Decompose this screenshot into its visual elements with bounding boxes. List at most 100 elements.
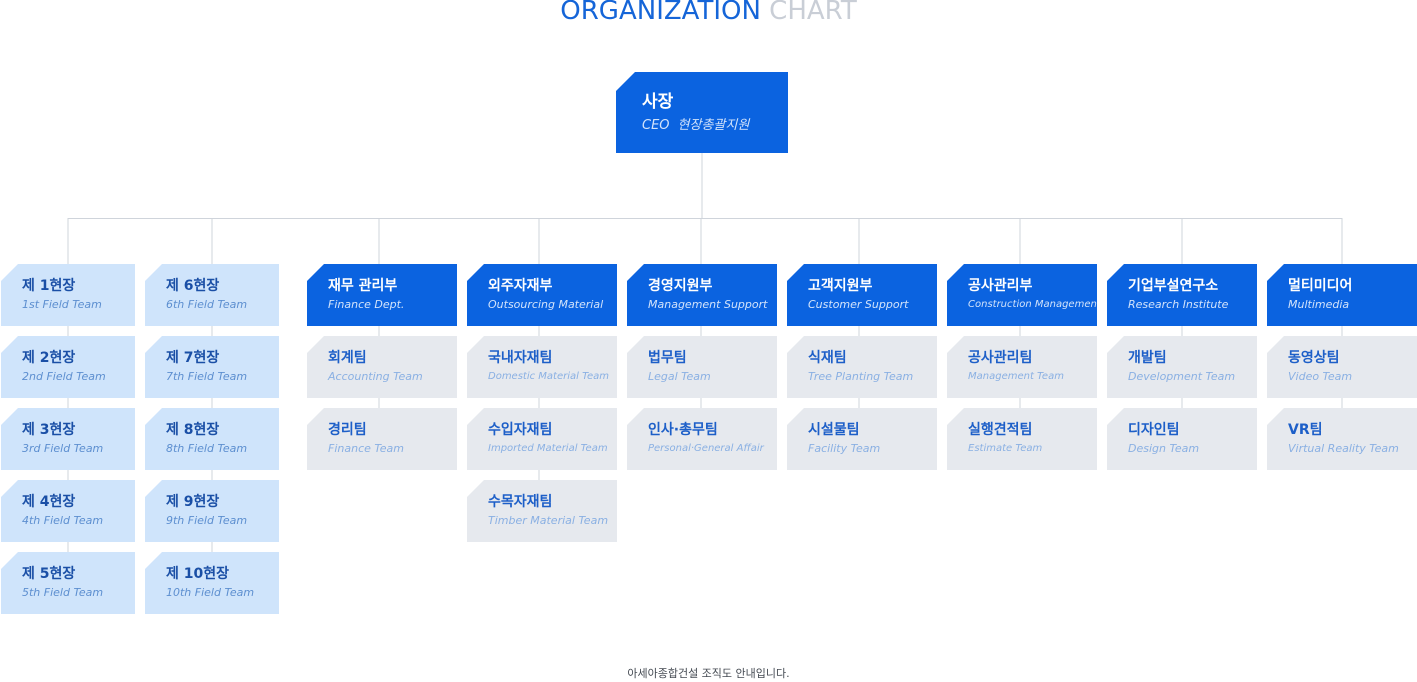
field-team-5-name: 제 5현장 — [22, 566, 76, 582]
field-team-4: 제 4현장 4th Field Team — [1, 480, 135, 542]
team-management-name: 공사관리팀 — [968, 350, 1033, 366]
team-design-name: 디자인팀 — [1128, 422, 1180, 438]
dept-finance-en: Finance Dept. — [328, 298, 405, 311]
team-facility-name: 시설물팀 — [808, 422, 860, 438]
team-design-en: Design Team — [1128, 442, 1200, 455]
team-accounting-en: Accounting Team — [328, 370, 423, 383]
team-timber-material-name: 수목자재팀 — [488, 494, 553, 510]
dept-finance: 재무 관리부 Finance Dept. — [307, 264, 457, 326]
field-team-3-name: 제 3현장 — [22, 422, 76, 438]
dept-research: 기업부설연구소 Research Institute — [1107, 264, 1257, 326]
team-timber-material-en: Timber Material Team — [488, 514, 609, 527]
dept-multimedia-name: 멀티미디어 — [1288, 278, 1353, 294]
team-vr: VR팀 Virtual Reality Team — [1267, 408, 1417, 470]
dept-multimedia-en: Multimedia — [1288, 298, 1350, 311]
field-team-8: 제 8현장 8th Field Team — [145, 408, 279, 470]
field-team-1-name: 제 1현장 — [22, 278, 76, 294]
dept-outsourcing-en: Outsourcing Material — [488, 298, 604, 311]
field-team-2-en: 2nd Field Team — [22, 370, 106, 383]
field-team-3-en: 3rd Field Team — [22, 442, 104, 455]
team-development-en: Development Team — [1128, 370, 1236, 383]
team-tree-planting-en: Tree Planting Team — [808, 370, 914, 383]
team-legal-name: 법무팀 — [648, 350, 687, 366]
team-estimate: 실행견적팀 Estimate Team — [947, 408, 1097, 470]
team-domestic-material: 국내자재팀 Domestic Material Team — [467, 336, 617, 398]
field-team-7-en: 7th Field Team — [166, 370, 248, 383]
field-team-9: 제 9현장 9th Field Team — [145, 480, 279, 542]
field-team-8-en: 8th Field Team — [166, 442, 248, 455]
field-team-1: 제 1현장 1st Field Team — [1, 264, 135, 326]
team-finance-name: 경리팀 — [328, 422, 367, 438]
dept-customer-name: 고객지원부 — [808, 278, 873, 294]
footnote: 아세아종합건설 조직도 안내입니다. — [627, 667, 790, 680]
team-vr-name: VR팀 — [1288, 422, 1323, 438]
team-finance: 경리팀 Finance Team — [307, 408, 457, 470]
field-team-2-name: 제 2현장 — [22, 350, 76, 366]
dept-outsourcing-name: 외주자재부 — [488, 278, 553, 294]
team-domestic-material-name: 국내자재팀 — [488, 350, 553, 366]
team-video-name: 동영상팀 — [1288, 350, 1340, 366]
team-video-en: Video Team — [1288, 370, 1353, 383]
field-team-8-name: 제 8현장 — [166, 422, 220, 438]
team-estimate-name: 실행견적팀 — [968, 422, 1033, 438]
team-design: 디자인팀 Design Team — [1107, 408, 1257, 470]
field-team-4-en: 4th Field Team — [22, 514, 104, 527]
team-legal: 법무팀 Legal Team — [627, 336, 777, 398]
team-tree-planting-name: 식재팀 — [808, 350, 847, 366]
field-team-9-name: 제 9현장 — [166, 494, 220, 510]
dept-construction: 공사관리부 Construction Management — [947, 264, 1097, 326]
dept-construction-en: Construction Management — [968, 299, 1097, 310]
field-team-9-en: 9th Field Team — [166, 514, 248, 527]
team-legal-en: Legal Team — [648, 370, 711, 383]
field-team-10-en: 10th Field Team — [166, 586, 255, 599]
ceo-box: 사장 CEO 현장총괄지원 — [616, 72, 788, 153]
field-team-7: 제 7현장 7th Field Team — [145, 336, 279, 398]
field-team-3: 제 3현장 3rd Field Team — [1, 408, 135, 470]
team-vr-en: Virtual Reality Team — [1288, 442, 1399, 455]
team-personal-general-name: 인사·총무팀 — [648, 422, 718, 438]
field-team-7-name: 제 7현장 — [166, 350, 220, 366]
ceo-name: 사장 — [642, 92, 674, 112]
dept-finance-name: 재무 관리부 — [328, 278, 398, 294]
field-team-10: 제 10현장 10th Field Team — [145, 552, 279, 614]
field-team-1-en: 1st Field Team — [22, 298, 102, 311]
team-imported-material: 수입자재팀 Imported Material Team — [467, 408, 617, 470]
team-video: 동영상팀 Video Team — [1267, 336, 1417, 398]
dept-multimedia: 멀티미디어 Multimedia — [1267, 264, 1417, 326]
ceo-en: CEO — [642, 118, 670, 133]
chart-title-part2: CHART — [769, 0, 857, 26]
team-personal-general-en: Personal·General Affair — [648, 443, 764, 454]
field-team-6-name: 제 6현장 — [166, 278, 220, 294]
team-facility: 시설물팀 Facility Team — [787, 408, 937, 470]
dept-management-name: 경영지원부 — [648, 278, 713, 294]
chart-title-part1: ORGANIZATION — [560, 0, 761, 26]
team-estimate-en: Estimate Team — [968, 443, 1043, 454]
dept-customer: 고객지원부 Customer Support — [787, 264, 937, 326]
team-imported-material-name: 수입자재팀 — [488, 422, 553, 438]
field-team-6: 제 6현장 6th Field Team — [145, 264, 279, 326]
team-domestic-material-en: Domestic Material Team — [488, 371, 609, 382]
team-management-en: Management Team — [968, 371, 1064, 382]
team-finance-en: Finance Team — [328, 442, 404, 455]
field-team-10-name: 제 10현장 — [166, 566, 229, 582]
team-imported-material-en: Imported Material Team — [488, 443, 608, 454]
team-accounting: 회계팀 Accounting Team — [307, 336, 457, 398]
dept-outsourcing: 외주자재부 Outsourcing Material — [467, 264, 617, 326]
dept-management-en: Management Support — [648, 298, 768, 311]
dept-research-en: Research Institute — [1128, 298, 1229, 311]
ceo-sub: 현장총괄지원 — [677, 118, 750, 133]
team-facility-en: Facility Team — [808, 442, 881, 455]
team-tree-planting: 식재팀 Tree Planting Team — [787, 336, 937, 398]
team-development-name: 개발팀 — [1128, 350, 1167, 366]
field-team-2: 제 2현장 2nd Field Team — [1, 336, 135, 398]
dept-customer-en: Customer Support — [808, 298, 909, 311]
dept-management: 경영지원부 Management Support — [627, 264, 777, 326]
team-development: 개발팀 Development Team — [1107, 336, 1257, 398]
field-team-4-name: 제 4현장 — [22, 494, 76, 510]
dept-research-name: 기업부설연구소 — [1128, 278, 1219, 294]
team-personal-general: 인사·총무팀 Personal·General Affair — [627, 408, 777, 470]
team-accounting-name: 회계팀 — [328, 350, 367, 366]
team-timber-material: 수목자재팀 Timber Material Team — [467, 480, 617, 542]
field-team-5: 제 5현장 5th Field Team — [1, 552, 135, 614]
chart-title: ORGANIZATION CHART — [0, 0, 1417, 28]
